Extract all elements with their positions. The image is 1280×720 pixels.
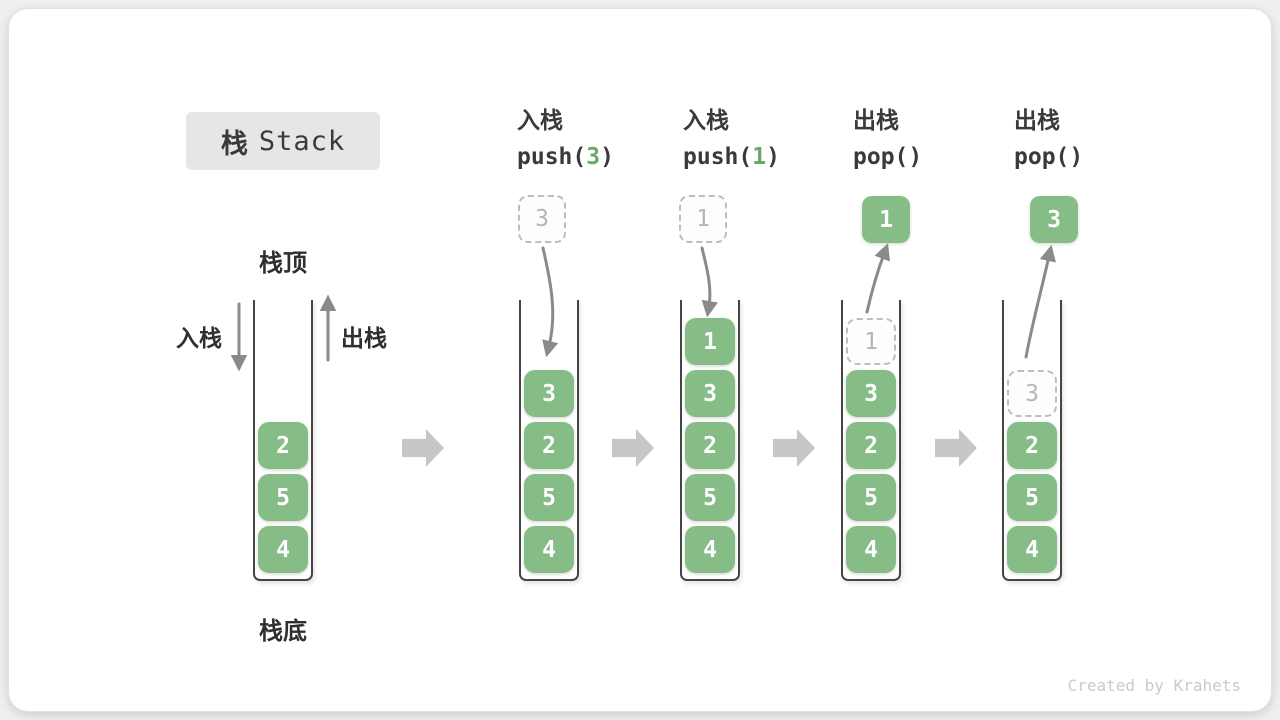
stack-cell: 5 bbox=[1007, 474, 1057, 521]
stack-cell: 2 bbox=[258, 422, 308, 469]
stack-cell: 4 bbox=[685, 526, 735, 573]
op-label: 入栈 bbox=[683, 107, 729, 133]
stack-cell-ghost: 1 bbox=[846, 318, 896, 365]
stack-cell: 3 bbox=[685, 370, 735, 417]
code-post: ) bbox=[600, 144, 614, 170]
code-arg: 1 bbox=[752, 144, 767, 170]
stack-cell: 3 bbox=[524, 370, 574, 417]
stack-cell: 2 bbox=[524, 422, 574, 469]
incoming-value-box: 3 bbox=[518, 195, 566, 243]
code-arg: 3 bbox=[586, 144, 601, 170]
pop-side-label: 出栈 bbox=[341, 325, 387, 351]
op-code: push(3) bbox=[517, 142, 614, 172]
stack-cell: 5 bbox=[846, 474, 896, 521]
stack-cell: 4 bbox=[1007, 526, 1057, 573]
stack-cell: 4 bbox=[846, 526, 896, 573]
stack-cell: 2 bbox=[1007, 422, 1057, 469]
op-code: pop() bbox=[1014, 142, 1083, 172]
push-side-label: 入栈 bbox=[176, 325, 222, 351]
code-pre: pop() bbox=[1014, 144, 1084, 170]
stack-cell: 4 bbox=[258, 526, 308, 573]
stack-cell-ghost: 3 bbox=[1007, 370, 1057, 417]
title-en: Stack bbox=[258, 125, 346, 157]
code-post: ) bbox=[766, 144, 780, 170]
stack-top-label: 栈顶 bbox=[259, 250, 307, 277]
stack-cell: 5 bbox=[685, 474, 735, 521]
stack-bottom-label: 栈底 bbox=[259, 618, 307, 645]
stack-cell: 3 bbox=[846, 370, 896, 417]
op-header-push-1: 入栈 push(1) bbox=[683, 105, 780, 172]
stack-cell: 5 bbox=[524, 474, 574, 521]
popped-value-box: 3 bbox=[1030, 196, 1078, 243]
op-label: 出栈 bbox=[853, 107, 899, 133]
stack-cell: 5 bbox=[258, 474, 308, 521]
title-zh: 栈 bbox=[220, 128, 248, 160]
code-pre: pop() bbox=[853, 144, 923, 170]
op-code: push(1) bbox=[683, 142, 780, 172]
diagram-title: 栈 Stack bbox=[186, 112, 380, 170]
op-header-push-3: 入栈 push(3) bbox=[517, 105, 614, 172]
code-pre: push( bbox=[683, 144, 753, 170]
op-label: 出栈 bbox=[1014, 107, 1060, 133]
op-label: 入栈 bbox=[517, 107, 563, 133]
stack-cell: 2 bbox=[685, 422, 735, 469]
stack-cell: 4 bbox=[524, 526, 574, 573]
stack-cell: 2 bbox=[846, 422, 896, 469]
popped-value-box: 1 bbox=[862, 196, 910, 243]
stack-cell: 1 bbox=[685, 318, 735, 365]
op-code: pop() bbox=[853, 142, 922, 172]
code-pre: push( bbox=[517, 144, 587, 170]
op-header-pop-1: 出栈 pop() bbox=[853, 105, 922, 172]
op-header-pop-3: 出栈 pop() bbox=[1014, 105, 1083, 172]
watermark: Created by Krahets bbox=[1067, 676, 1241, 695]
incoming-value-box: 1 bbox=[679, 195, 727, 243]
